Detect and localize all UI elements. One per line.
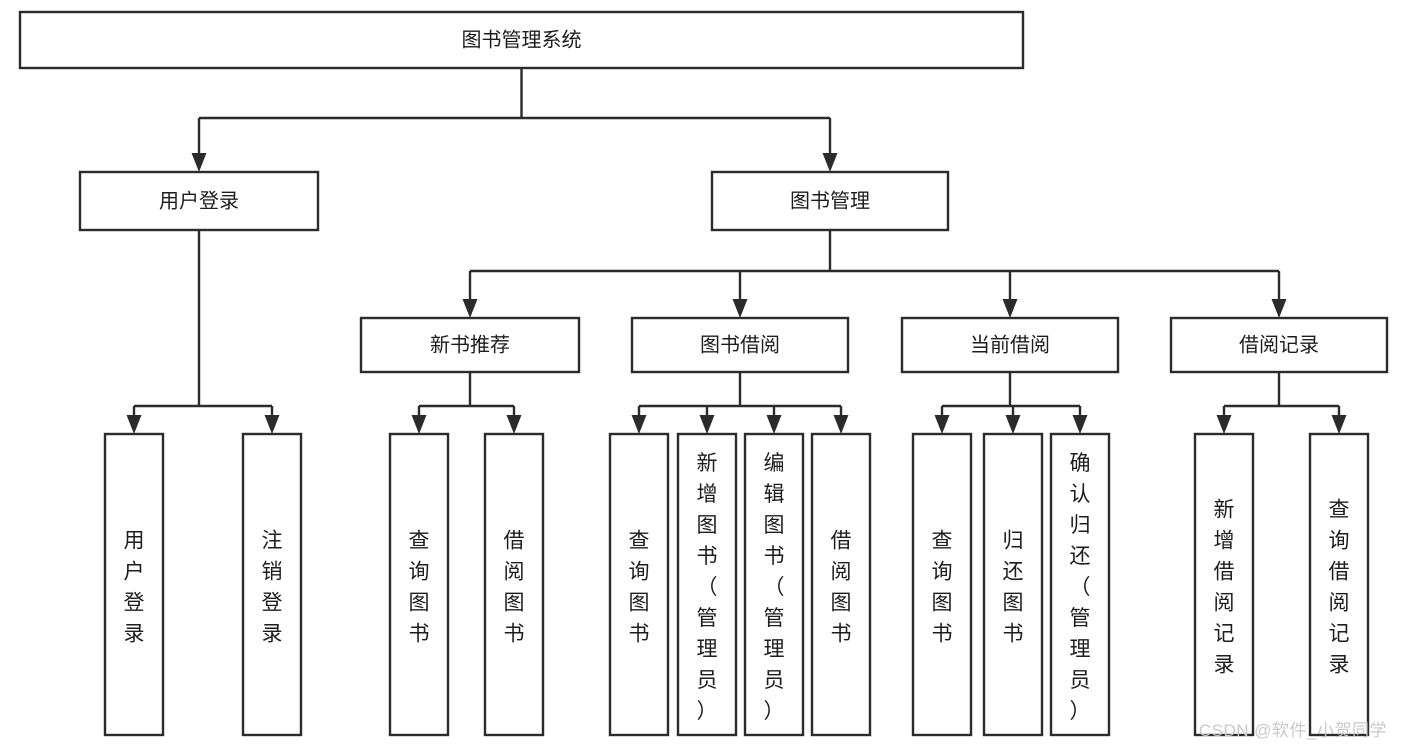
- node-leaf-confirm-return-admin[interactable]: 确认归还（管理员）: [1049, 432, 1111, 737]
- node-label-leaf-user-login: 用户登录: [124, 529, 145, 645]
- node-leaf-borrow-book-2[interactable]: 借阅图书: [810, 432, 872, 737]
- arrow-to-leaf-add-borrow-record: [1216, 415, 1232, 434]
- node-label-leaf-borrow-book-1: 借阅图书: [504, 529, 525, 645]
- node-leaf-return-book[interactable]: 归还图书: [982, 432, 1044, 737]
- node-box-leaf-add-borrow-record: [1193, 432, 1255, 737]
- node-box-user-login: [78, 170, 320, 232]
- node-label-leaf-query-book-3: 查询图书: [932, 529, 953, 645]
- node-leaf-query-book-1[interactable]: 查询图书: [388, 432, 450, 737]
- node-label-leaf-add-borrow-record: 新增借阅记录: [1214, 498, 1235, 676]
- node-label-leaf-logout: 注销登录: [262, 529, 283, 645]
- arrow-to-current-borrow: [1002, 299, 1018, 318]
- arrow-to-borrow-record: [1271, 299, 1287, 318]
- node-label-leaf-query-book-2: 查询图书: [629, 529, 650, 645]
- arrow-to-leaf-query-book-2: [631, 415, 647, 434]
- node-leaf-query-book-3[interactable]: 查询图书: [911, 432, 973, 737]
- arrow-to-leaf-logout: [264, 415, 280, 434]
- node-label-new-book-recommend: 新书推荐: [430, 333, 510, 356]
- node-box-leaf-query-book-1: [388, 432, 450, 737]
- arrow-to-leaf-add-book-admin: [699, 415, 715, 434]
- node-book-borrow[interactable]: 图书借阅: [630, 316, 850, 374]
- node-label-leaf-confirm-return-admin: 确认归还（管理员）: [1070, 452, 1091, 723]
- node-box-leaf-return-book: [982, 432, 1044, 737]
- node-box-leaf-confirm-return-admin: [1049, 432, 1111, 737]
- node-label-root: 图书管理系统: [462, 28, 582, 51]
- node-box-leaf-edit-book-admin: [743, 432, 805, 737]
- node-leaf-borrow-book-1[interactable]: 借阅图书: [483, 432, 545, 737]
- node-label-leaf-query-borrow-record: 查询借阅记录: [1329, 498, 1350, 676]
- node-boxes-layer: 图书管理系统用户登录图书管理新书推荐图书借阅当前借阅借阅记录用户登录注销登录查询…: [18, 10, 1389, 737]
- connector-edges-layer: [126, 68, 1347, 434]
- node-label-borrow-record: 借阅记录: [1239, 333, 1319, 356]
- node-label-leaf-edit-book-admin: 编辑图书（管理员）: [764, 452, 785, 723]
- arrow-to-leaf-query-borrow-record: [1331, 415, 1347, 434]
- node-leaf-logout[interactable]: 注销登录: [241, 432, 303, 737]
- arrow-to-leaf-confirm-return-admin: [1072, 415, 1088, 434]
- node-box-current-borrow: [900, 316, 1120, 374]
- node-leaf-user-login[interactable]: 用户登录: [103, 432, 165, 737]
- arrow-to-leaf-borrow-book-2: [833, 415, 849, 434]
- node-book-management[interactable]: 图书管理: [710, 170, 950, 232]
- node-label-user-login: 用户登录: [159, 189, 239, 212]
- node-box-leaf-query-book-2: [608, 432, 670, 737]
- node-leaf-query-borrow-record[interactable]: 查询借阅记录: [1308, 432, 1370, 737]
- node-leaf-add-borrow-record[interactable]: 新增借阅记录: [1193, 432, 1255, 737]
- arrow-to-leaf-query-book-1: [411, 415, 427, 434]
- node-current-borrow[interactable]: 当前借阅: [900, 316, 1120, 374]
- node-borrow-record[interactable]: 借阅记录: [1169, 316, 1389, 374]
- node-box-leaf-add-book-admin: [676, 432, 738, 737]
- node-label-leaf-add-book-admin: 新增图书（管理员）: [697, 452, 718, 723]
- arrow-to-leaf-borrow-book-1: [506, 415, 522, 434]
- node-box-borrow-record: [1169, 316, 1389, 374]
- node-root[interactable]: 图书管理系统: [18, 10, 1025, 70]
- node-leaf-edit-book-admin[interactable]: 编辑图书（管理员）: [743, 432, 805, 737]
- node-label-leaf-borrow-book-2: 借阅图书: [831, 529, 852, 645]
- node-label-leaf-return-book: 归还图书: [1003, 529, 1024, 645]
- node-box-leaf-query-borrow-record: [1308, 432, 1370, 737]
- arrow-to-book-management: [822, 153, 838, 172]
- arrow-to-leaf-query-book-3: [934, 415, 950, 434]
- node-box-book-borrow: [630, 316, 850, 374]
- node-box-root: [18, 10, 1025, 70]
- node-label-current-borrow: 当前借阅: [970, 333, 1050, 356]
- node-label-book-management: 图书管理: [790, 189, 870, 212]
- node-box-new-book-recommend: [359, 316, 581, 374]
- node-box-leaf-borrow-book-2: [810, 432, 872, 737]
- node-leaf-add-book-admin[interactable]: 新增图书（管理员）: [676, 432, 738, 737]
- arrow-to-user-login: [191, 153, 207, 172]
- csdn-watermark: CSDN @软件_小贺同学: [1198, 721, 1387, 740]
- node-box-leaf-query-book-3: [911, 432, 973, 737]
- node-box-leaf-borrow-book-1: [483, 432, 545, 737]
- node-box-leaf-logout: [241, 432, 303, 737]
- node-new-book-recommend[interactable]: 新书推荐: [359, 316, 581, 374]
- arrow-to-leaf-user-login: [126, 415, 142, 434]
- arrow-to-leaf-edit-book-admin: [766, 415, 782, 434]
- node-label-book-borrow: 图书借阅: [700, 333, 780, 356]
- arrow-to-book-borrow: [732, 299, 748, 318]
- node-box-book-management: [710, 170, 950, 232]
- arrow-to-new-book-recommend: [462, 299, 478, 318]
- node-label-leaf-query-book-1: 查询图书: [409, 529, 430, 645]
- node-box-leaf-user-login: [103, 432, 165, 737]
- node-user-login[interactable]: 用户登录: [78, 170, 320, 232]
- node-leaf-query-book-2[interactable]: 查询图书: [608, 432, 670, 737]
- arrow-to-leaf-return-book: [1005, 415, 1021, 434]
